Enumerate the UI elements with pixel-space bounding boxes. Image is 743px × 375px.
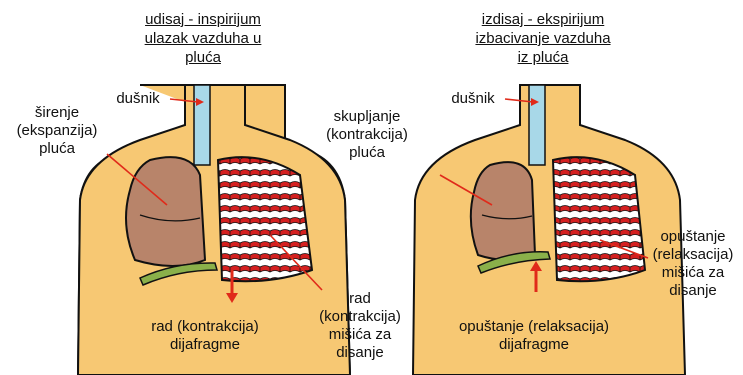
right-muscles-label: opuštanje (relaksacija) mišića za disanj… [643,228,743,300]
right-ribcage [553,157,645,281]
left-ribcage [218,157,312,281]
right-lungs-label: skupljanje (kontrakcija) pluća [312,108,422,162]
left-lungs-label: širenje (ekspanzija) pluća [2,104,112,158]
right-trachea [529,85,545,165]
left-lung [126,157,205,266]
right-title: izdisaj - ekspirijum izbacivanje vazduha… [438,10,648,67]
left-muscles-label: rad (kontrakcija) mišića za disanje [305,290,415,362]
right-diaphragm-label: opuštanje (relaksacija) dijafragme [434,318,634,354]
right-trachea-label: dušnik [443,90,503,108]
left-title: udisaj - inspirijum ulazak vazduha u plu… [108,10,298,67]
left-trachea [194,85,210,165]
left-diaphragm-label: rad (kontrakcija) dijafragme [120,318,290,354]
right-lung [471,162,535,260]
left-trachea-label: dušnik [108,90,168,108]
